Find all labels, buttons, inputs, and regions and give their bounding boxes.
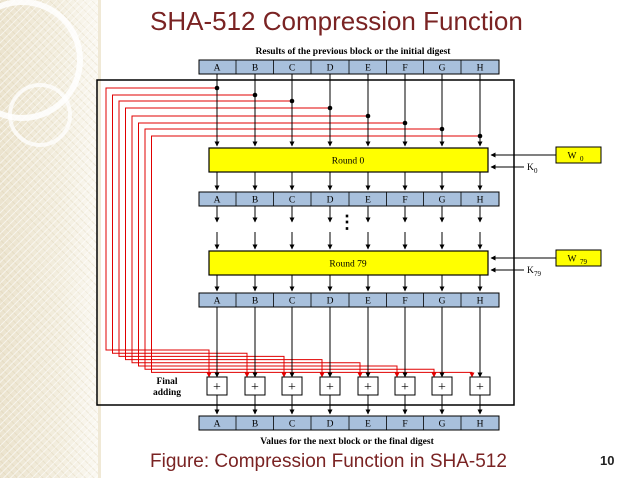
register-label-c: C: [289, 297, 295, 307]
register-label-d: D: [327, 196, 334, 206]
register-label-a: A: [214, 64, 221, 74]
ellipsis: ⋮: [338, 212, 356, 232]
feedback-line: [151, 135, 480, 378]
round-79-box: [208, 250, 489, 276]
round-0-word-label: W: [568, 152, 577, 162]
adder-box: [206, 376, 228, 396]
adder-symbol: +: [288, 380, 296, 395]
round-79-const-label: K: [527, 266, 534, 276]
slide-caption: Figure: Compression Function in SHA-512: [150, 451, 507, 472]
slide-title: SHA-512 Compression Function: [150, 6, 523, 36]
junction-dot: [477, 133, 483, 139]
adder-symbol: +: [326, 380, 334, 395]
register-label-e: E: [365, 196, 371, 206]
register-label-b: B: [252, 64, 258, 74]
feedback-line: [125, 107, 330, 378]
register-label-f: F: [402, 196, 407, 206]
register-label-c: C: [289, 64, 295, 74]
top-caption: Results of the previous block or the ini…: [256, 47, 452, 57]
final-adding-label-line1: Final: [156, 377, 177, 387]
adder-symbol: +: [251, 380, 259, 395]
round-79-word-label: W: [568, 255, 577, 265]
register-label-b: B: [252, 297, 258, 307]
round-0-const-label: K: [527, 163, 534, 173]
round-79-word-box: [555, 249, 602, 267]
junction-dot: [402, 120, 408, 126]
outer-frame: [96, 79, 515, 406]
adder-box: [431, 376, 453, 396]
register-label-h: H: [477, 297, 484, 307]
junction-dot: [214, 85, 220, 91]
register-label-h: H: [477, 420, 484, 430]
round-0-word-box: [555, 146, 602, 164]
register-label-g: G: [439, 297, 446, 307]
slide-number: 10: [600, 453, 615, 468]
register-label-c: C: [289, 420, 295, 430]
junction-dot: [327, 105, 333, 111]
register-label-e: E: [365, 420, 371, 430]
register-label-b: B: [252, 420, 258, 430]
junction-dot: [365, 113, 371, 119]
junction-dot: [439, 126, 445, 132]
feedback-line: [144, 128, 442, 378]
adder-box: [244, 376, 266, 396]
decorative-circles: [0, 0, 83, 147]
register-label-f: F: [402, 64, 407, 74]
adder-box: [357, 376, 379, 396]
adder-symbol: +: [476, 380, 484, 395]
feedback-line: [112, 94, 255, 378]
adder-symbol: +: [438, 380, 446, 395]
register-label-d: D: [327, 297, 334, 307]
adder-box: [281, 376, 303, 396]
round-79-label: Round 79: [329, 260, 366, 270]
register-label-g: G: [439, 196, 446, 206]
register-label-d: D: [327, 64, 334, 74]
round-0-word-sub: 0: [580, 155, 584, 163]
register-label-a: A: [214, 297, 221, 307]
adder-box: [394, 376, 416, 396]
round-0-const-sub: 0: [534, 167, 538, 175]
register-label-a: A: [214, 420, 221, 430]
adder-box: [469, 376, 491, 396]
register-label-f: F: [402, 297, 407, 307]
adder-symbol: +: [364, 380, 372, 395]
round-79-const-sub: 79: [534, 270, 542, 278]
register-label-b: B: [252, 196, 258, 206]
register-label-g: G: [439, 64, 446, 74]
adder-box: [319, 376, 341, 396]
feedback-line: [131, 115, 368, 378]
adder-symbol: +: [401, 380, 409, 395]
register-label-h: H: [477, 64, 484, 74]
register-label-e: E: [365, 64, 371, 74]
feedback-line: [105, 87, 217, 378]
register-label-a: A: [214, 196, 221, 206]
round-79-word-sub: 79: [580, 258, 588, 266]
round-0-label: Round 0: [332, 157, 365, 167]
round-0-box: [208, 147, 489, 173]
final-adding-label-line2: adding: [153, 388, 181, 398]
decorative-band: [0, 0, 100, 478]
register-label-e: E: [365, 297, 371, 307]
band-edge: [98, 0, 101, 478]
register-label-g: G: [439, 420, 446, 430]
junction-dot: [252, 92, 258, 98]
register-label-f: F: [402, 420, 407, 430]
register-label-h: H: [477, 196, 484, 206]
bottom-caption: Values for the next block or the final d…: [260, 437, 434, 447]
register-label-d: D: [327, 420, 334, 430]
adder-symbol: +: [213, 380, 221, 395]
register-label-c: C: [289, 196, 295, 206]
junction-dot: [289, 98, 295, 104]
